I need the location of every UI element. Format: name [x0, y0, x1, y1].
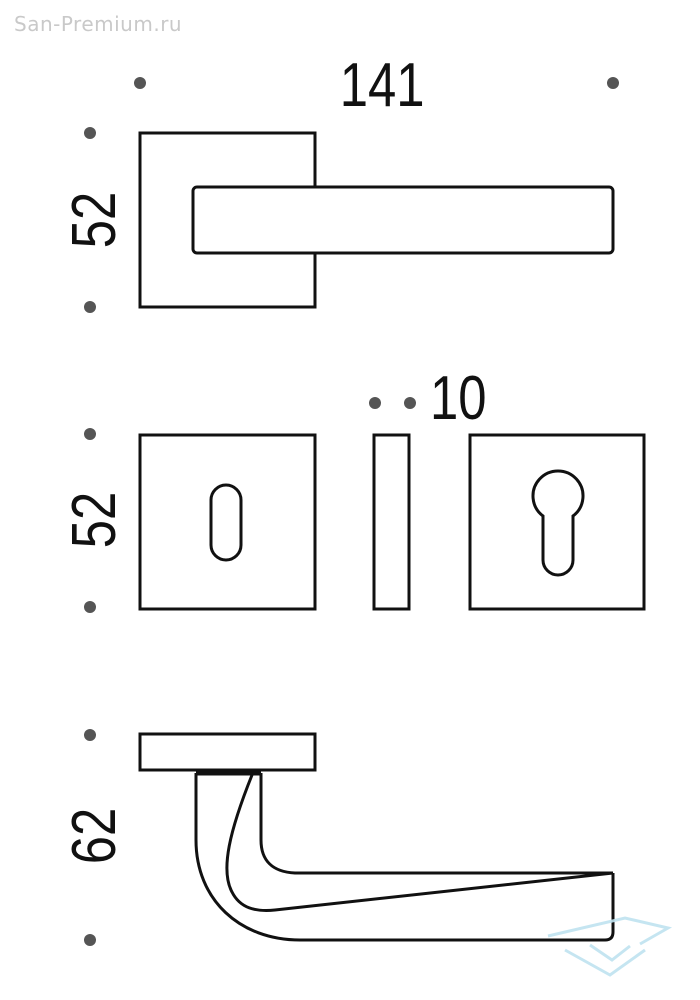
escutcheon-key: [138, 433, 317, 611]
dim-dot-10-right: [404, 397, 416, 409]
watermark-text: San-Premium.ru: [14, 12, 183, 36]
dimension-141: 141: [340, 51, 425, 120]
dim-dot-62-top: [84, 729, 96, 741]
handle-side-view: [138, 732, 615, 942]
logo-watermark-icon: [547, 916, 673, 977]
dim-dot-10-left: [369, 397, 381, 409]
dimension-52-escutcheon: 52: [60, 492, 129, 549]
escutcheon-cylinder: [468, 433, 646, 611]
dim-dot-52a-bottom: [84, 301, 96, 313]
handle-front-view: [138, 131, 615, 309]
dimension-52-rose: 52: [60, 192, 129, 249]
escutcheon-side: [372, 433, 411, 611]
lever-inner-profile: [259, 773, 613, 875]
dim-dot-141-left: [134, 77, 146, 89]
dimension-62: 62: [60, 808, 129, 865]
dim-dot-52b-bottom: [84, 601, 96, 613]
keyhole-slot: [209, 483, 243, 562]
handle-lever: [191, 185, 615, 255]
dim-dot-52a-top: [84, 127, 96, 139]
dim-dot-52b-top: [84, 428, 96, 440]
cylinder-keyhole: [531, 469, 585, 577]
side-rose-plate: [138, 732, 317, 772]
lever-outer-profile: [194, 773, 615, 942]
escutcheons: [138, 433, 646, 611]
dim-dot-141-right: [607, 77, 619, 89]
lever-twist-line: [225, 774, 614, 912]
dim-dot-62-bottom: [84, 934, 96, 946]
dimension-10: 10: [430, 364, 487, 433]
